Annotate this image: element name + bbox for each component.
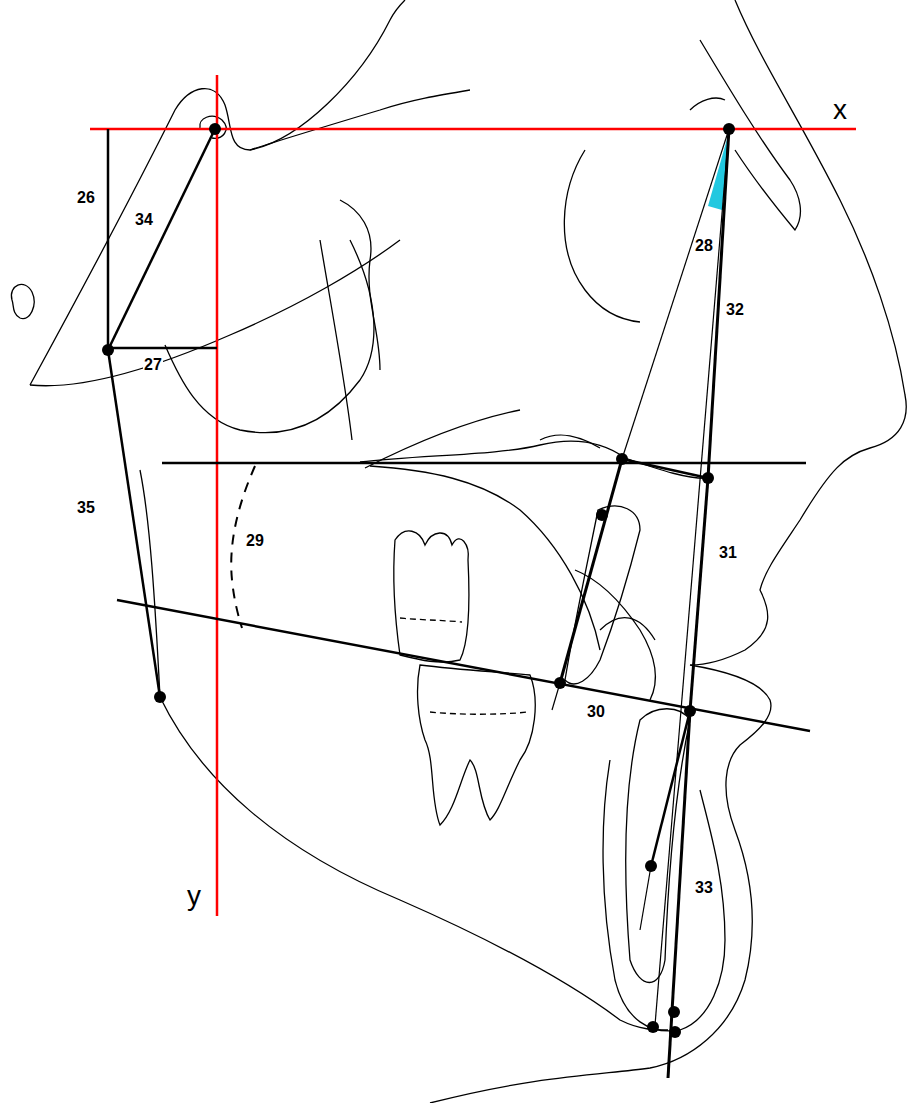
cranial-outline xyxy=(250,90,470,150)
landmark-point xyxy=(596,509,608,521)
orbit-outline xyxy=(564,150,640,322)
pterygoid-outline xyxy=(340,200,380,370)
landmark-point xyxy=(647,1021,659,1033)
maxilla-outline xyxy=(365,410,520,468)
cranial-outline xyxy=(30,240,400,386)
nasal-bone xyxy=(700,40,800,230)
landmark-point xyxy=(723,123,735,135)
measure-line xyxy=(655,129,729,1025)
anatomy-outline xyxy=(11,0,906,1103)
occlusal-plane xyxy=(117,600,810,731)
measure-line xyxy=(690,478,708,711)
landmark-point xyxy=(645,860,657,872)
measure-line xyxy=(108,350,160,697)
measure-line xyxy=(622,459,708,478)
lower-molar xyxy=(418,665,536,825)
callout-number: 28 xyxy=(694,238,714,254)
measure-line xyxy=(622,129,729,459)
landmark-point xyxy=(616,453,628,465)
measure-line xyxy=(108,129,215,350)
callout-number: 30 xyxy=(586,704,606,720)
landmark-point xyxy=(209,123,221,135)
y-axis xyxy=(216,75,219,916)
landmark-point xyxy=(669,1026,681,1038)
axis-label: x xyxy=(832,96,848,124)
reference-axes xyxy=(90,75,856,916)
landmarks xyxy=(102,123,735,1038)
landmark-point xyxy=(102,344,114,356)
ear-rod xyxy=(11,284,34,318)
symphysis-outline xyxy=(603,760,725,1031)
callout-number: 31 xyxy=(718,545,738,561)
callout-number: 35 xyxy=(76,500,96,516)
upper-molar xyxy=(394,531,469,662)
callout-number: 27 xyxy=(143,357,163,373)
measurement-lines xyxy=(108,129,810,1078)
x-axis xyxy=(90,128,856,131)
measure-line xyxy=(107,129,110,350)
maxilla-outline xyxy=(540,435,600,448)
lower-incisor xyxy=(626,709,690,983)
measure-line xyxy=(560,459,622,683)
palate-outline xyxy=(360,441,710,478)
landmark-point xyxy=(554,677,566,689)
callout-number: 34 xyxy=(134,212,154,228)
landmark-point xyxy=(668,1006,680,1018)
measure-line xyxy=(651,711,690,866)
pterygoid-outline xyxy=(320,240,352,440)
landmark-point xyxy=(684,705,696,717)
soft-tissue-profile xyxy=(430,0,906,1103)
callout-number: 26 xyxy=(76,190,96,206)
callout-number: 29 xyxy=(245,533,265,549)
mandible-outline xyxy=(160,697,668,1030)
callout-number: 32 xyxy=(725,302,745,318)
axis-label: y xyxy=(186,882,202,910)
measure-line xyxy=(668,711,690,1078)
upper-incisor xyxy=(600,618,655,640)
measure-line xyxy=(108,347,217,350)
landmark-point xyxy=(702,472,714,484)
frontal-outline xyxy=(690,98,725,110)
callout-number: 33 xyxy=(694,880,714,896)
landmark-point xyxy=(154,691,166,703)
upper-molar xyxy=(400,618,462,622)
pterygoid-outline xyxy=(165,240,374,433)
lower-molar xyxy=(430,712,528,714)
measure-line xyxy=(640,866,651,930)
maxilla-outline xyxy=(370,466,600,650)
